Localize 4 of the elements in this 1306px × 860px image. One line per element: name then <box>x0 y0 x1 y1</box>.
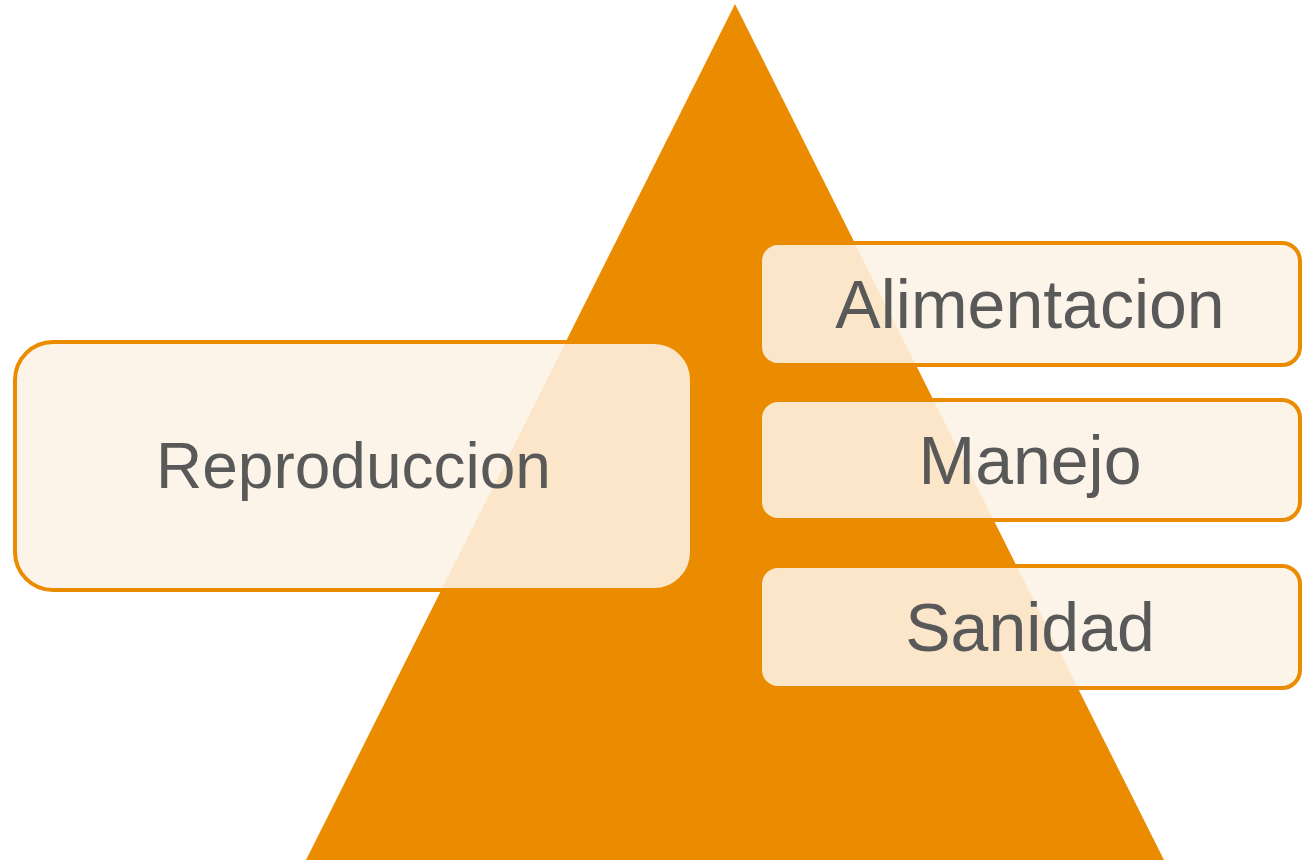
box-label: Alimentacion <box>835 265 1225 343</box>
box-label: Manejo <box>918 421 1142 499</box>
box-label: Sanidad <box>905 588 1155 666</box>
box-label: Reproduccion <box>156 429 551 503</box>
